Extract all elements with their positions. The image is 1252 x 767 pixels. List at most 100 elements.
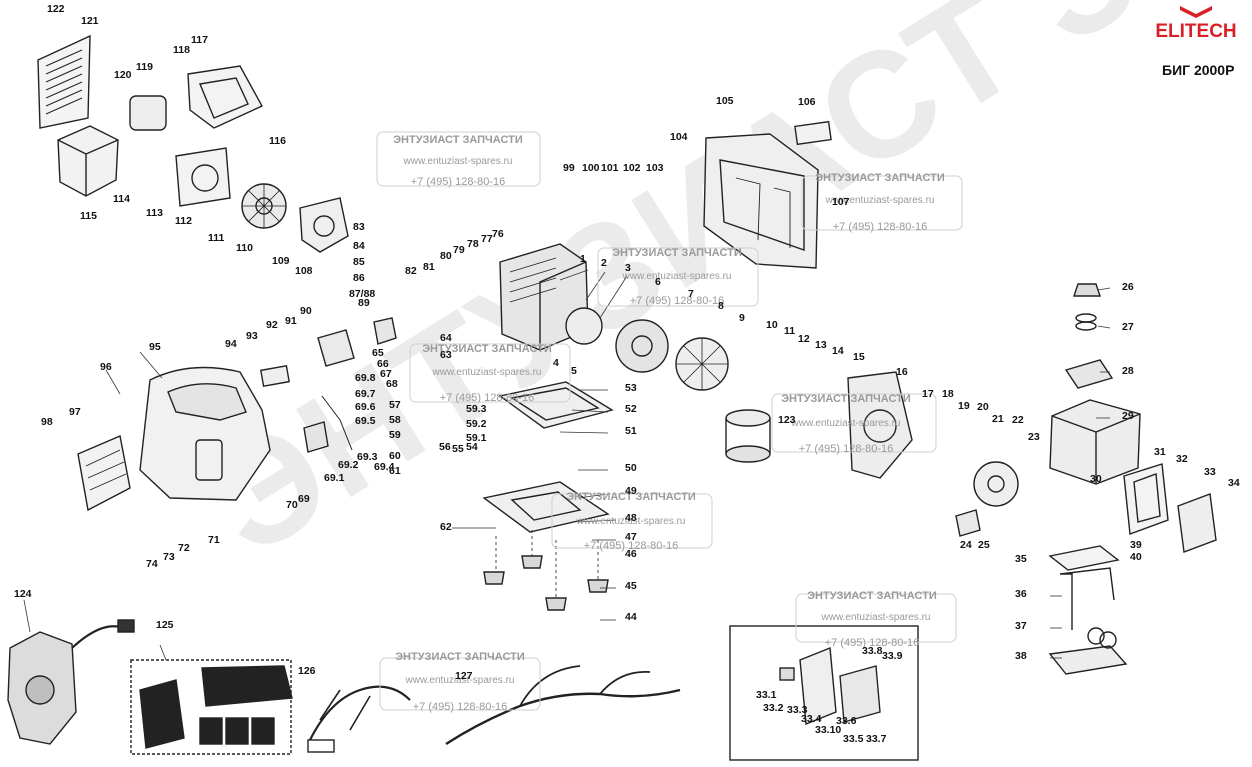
part-label: 70 [286,499,298,511]
part-label: 20 [977,401,989,413]
svg-text:ЭНТУЗИАСТ ЗАПЧАСТИ: ЭНТУЗИАСТ ЗАПЧАСТИ [393,134,523,146]
part-label: 17 [922,388,934,400]
svg-text:ЭНТУЗИАСТ ЗАПЧАСТИ: ЭНТУЗИАСТ ЗАПЧАСТИ [566,491,696,503]
part-label: 71 [208,534,220,546]
part-label: 11 [784,325,795,337]
part-label: 34 [1228,477,1240,489]
part-label: 22 [1012,414,1024,426]
svg-text:+7 (495) 128-80-16: +7 (495) 128-80-16 [799,443,893,455]
part-label: 106 [798,96,816,108]
part-label: 35 [1015,553,1027,565]
part-label: 69.1 [324,472,345,484]
part-label: 59 [389,429,401,441]
recoil-starter-part [973,461,1019,507]
part-label: 45 [625,580,637,592]
part-label: 79 [453,244,465,256]
part-label: 48 [625,512,637,524]
part-label: 55 [452,443,464,455]
part-label: 73 [163,551,175,563]
svg-text:www.entuziast-spares.ru: www.entuziast-spares.ru [576,516,686,527]
svg-text:+7 (495) 128-80-16: +7 (495) 128-80-16 [411,176,505,188]
part-label: 102 [623,162,641,174]
watermark-box-4: ЭНТУЗИАСТ ЗАПЧАСТИ www.entuziast-spares.… [409,343,571,404]
part-label: 6 [655,276,661,288]
part-label: 85 [353,256,365,268]
part-label: 69.2 [338,459,359,471]
watermark-box-6: ЭНТУЗИАСТ ЗАПЧАСТИ www.entuziast-spares.… [551,491,713,552]
part-label: 51 [625,425,637,437]
part-label: 8 [718,300,724,312]
air-box-part [57,125,119,197]
part-label: 105 [716,95,734,107]
elitech-logo: ELITECH [1155,6,1237,42]
switch-part [129,95,167,131]
parts-artwork [7,34,1217,761]
part-label: 21 [992,413,1004,425]
part-label: 52 [625,403,637,415]
part-label: 23 [1028,431,1040,443]
rubber-feet-part [483,555,609,611]
svg-text:+7 (495) 128-80-16: +7 (495) 128-80-16 [413,701,507,713]
svg-text:+7 (495) 128-80-16: +7 (495) 128-80-16 [584,540,678,552]
base-bracket-part [1048,645,1128,675]
part-label: 59.3 [466,403,487,415]
part-label: 103 [646,162,664,174]
part-label: 63 [440,349,452,361]
part-label: 86 [353,272,365,284]
part-label: 1 [580,253,586,265]
part-label: 107 [832,196,850,208]
part-label: 66 [377,358,389,370]
part-label: 18 [942,388,954,400]
part-label: 33.2 [763,702,784,714]
part-label: 81 [423,261,435,273]
part-label: 10 [766,319,778,331]
mount-plate-part [175,147,231,207]
panel-detail-box [729,625,919,761]
part-label: 123 [778,414,796,426]
model-name: БИГ 2000Р [1162,62,1235,78]
part-label: 36 [1015,588,1027,600]
part-label: 33.4 [801,713,822,725]
part-label: 59.1 [466,432,487,444]
part-label: 29 [1122,410,1134,422]
part-label: 80 [440,250,452,262]
front-grille-part [37,34,91,129]
svg-text:ЭНТУЗИАСТ ЗАПЧАСТИ: ЭНТУЗИАСТ ЗАПЧАСТИ [815,172,945,184]
part-label: 56 [439,441,451,453]
valve-assembly-part [303,421,329,453]
part-label: 57 [389,399,401,411]
part-label: 39 [1130,539,1142,551]
part-label: 82 [405,265,417,277]
part-label: 76 [492,228,504,240]
part-label: 117 [191,34,208,46]
part-label: 119 [136,61,153,73]
part-label: 122 [47,3,65,15]
part-label: 49 [625,485,637,497]
part-label: 30 [1090,473,1102,485]
part-label: 33.5 [843,733,864,745]
fuel-cap-part [1073,283,1101,297]
part-label: 69.5 [355,415,376,427]
watermark-box-5: ЭНТУЗИАСТ ЗАПЧАСТИ www.entuziast-spares.… [771,393,937,455]
wire-harness-127 [445,688,681,746]
part-label: 104 [670,131,688,143]
part-label: 109 [272,255,290,267]
svg-text:ELITECH: ELITECH [1155,21,1236,42]
carburetor-part [7,619,135,745]
part-label: 97 [69,406,81,418]
part-label: 33.9 [882,650,903,662]
part-label: 100 [582,162,600,174]
part-label: 78 [467,238,479,250]
part-label: 3 [625,262,631,274]
part-label: 93 [246,330,258,342]
svg-text:ЭНТУЗИАСТ ЗАПЧАСТИ: ЭНТУЗИАСТ ЗАПЧАСТИ [781,393,911,405]
part-label: 32 [1176,453,1188,465]
part-label: 26 [1122,281,1134,293]
part-label: 87/88 [349,288,375,300]
part-label: 77 [481,233,493,245]
svg-text:+7 (495) 128-80-16: +7 (495) 128-80-16 [833,221,927,233]
svg-text:www.entuziast-spares.ru: www.entuziast-spares.ru [405,675,515,686]
control-panel-part [1177,493,1217,553]
part-label: 69.7 [355,388,376,400]
